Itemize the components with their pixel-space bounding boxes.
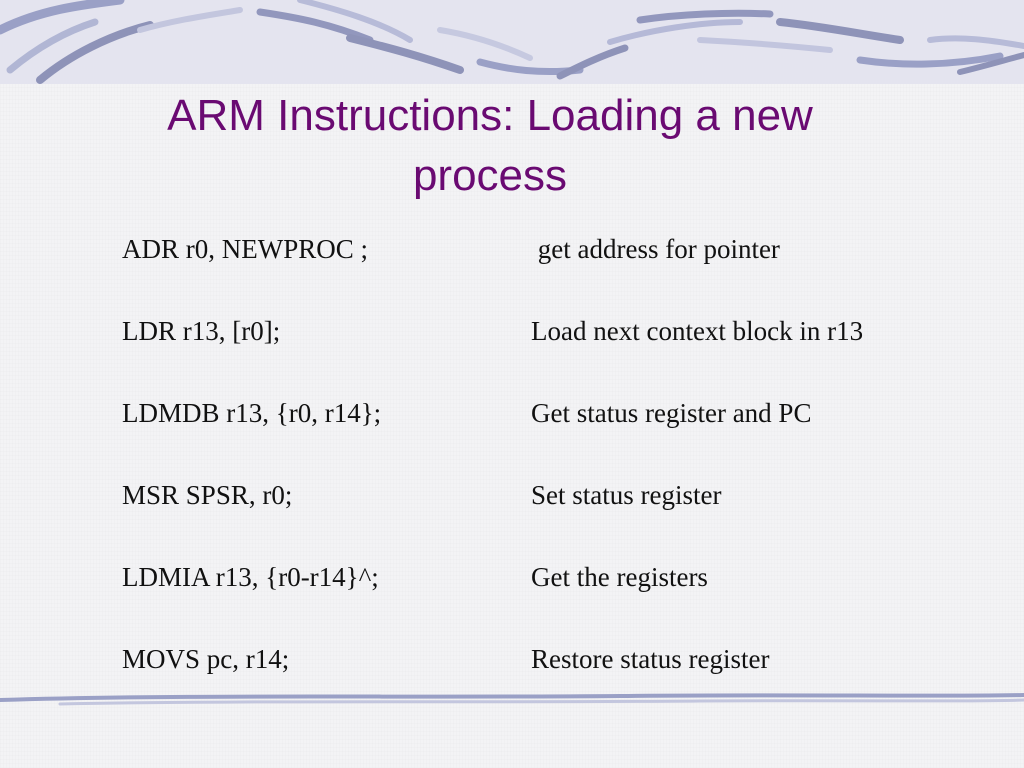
instruction-row: LDMDB r13, {r0, r14}; Get status registe… (0, 395, 1024, 435)
instruction-comment: Get the registers (531, 562, 708, 592)
instruction-code: LDR r13, [r0]; (122, 316, 281, 346)
title-line-1: ARM Instructions: Loading a new (167, 91, 813, 140)
swoosh-decoration (0, 0, 1024, 84)
slide-title: ARM Instructions: Loading a new process (80, 86, 900, 206)
instruction-code: MSR SPSR, r0; (122, 480, 293, 510)
title-line-2: process (412, 151, 568, 200)
instruction-code: LDMIA r13, {r0-r14}^; (122, 562, 379, 592)
instruction-comment: Load next context block in r13 (531, 316, 864, 346)
instruction-comment: get address for pointer (531, 234, 780, 264)
decorative-header-band (0, 0, 1024, 84)
instruction-row: ADR r0, NEWPROC ; get address for pointe… (0, 231, 1024, 271)
instruction-code: ADR r0, NEWPROC ; (122, 234, 369, 264)
instruction-comment: Set status register (531, 480, 722, 510)
instruction-code: LDMDB r13, {r0, r14}; (122, 398, 382, 428)
instruction-row: LDR r13, [r0]; Load next context block i… (0, 313, 1024, 353)
instruction-row: MOVS pc, r14; Restore status register (0, 641, 1024, 681)
instruction-row: LDMIA r13, {r0-r14}^; Get the registers (0, 559, 1024, 599)
instruction-code: MOVS pc, r14; (122, 644, 290, 674)
instruction-comment: Get status register and PC (531, 398, 812, 428)
instruction-row: MSR SPSR, r0; Set status register (0, 477, 1024, 517)
instruction-comment: Restore status register (531, 644, 770, 674)
